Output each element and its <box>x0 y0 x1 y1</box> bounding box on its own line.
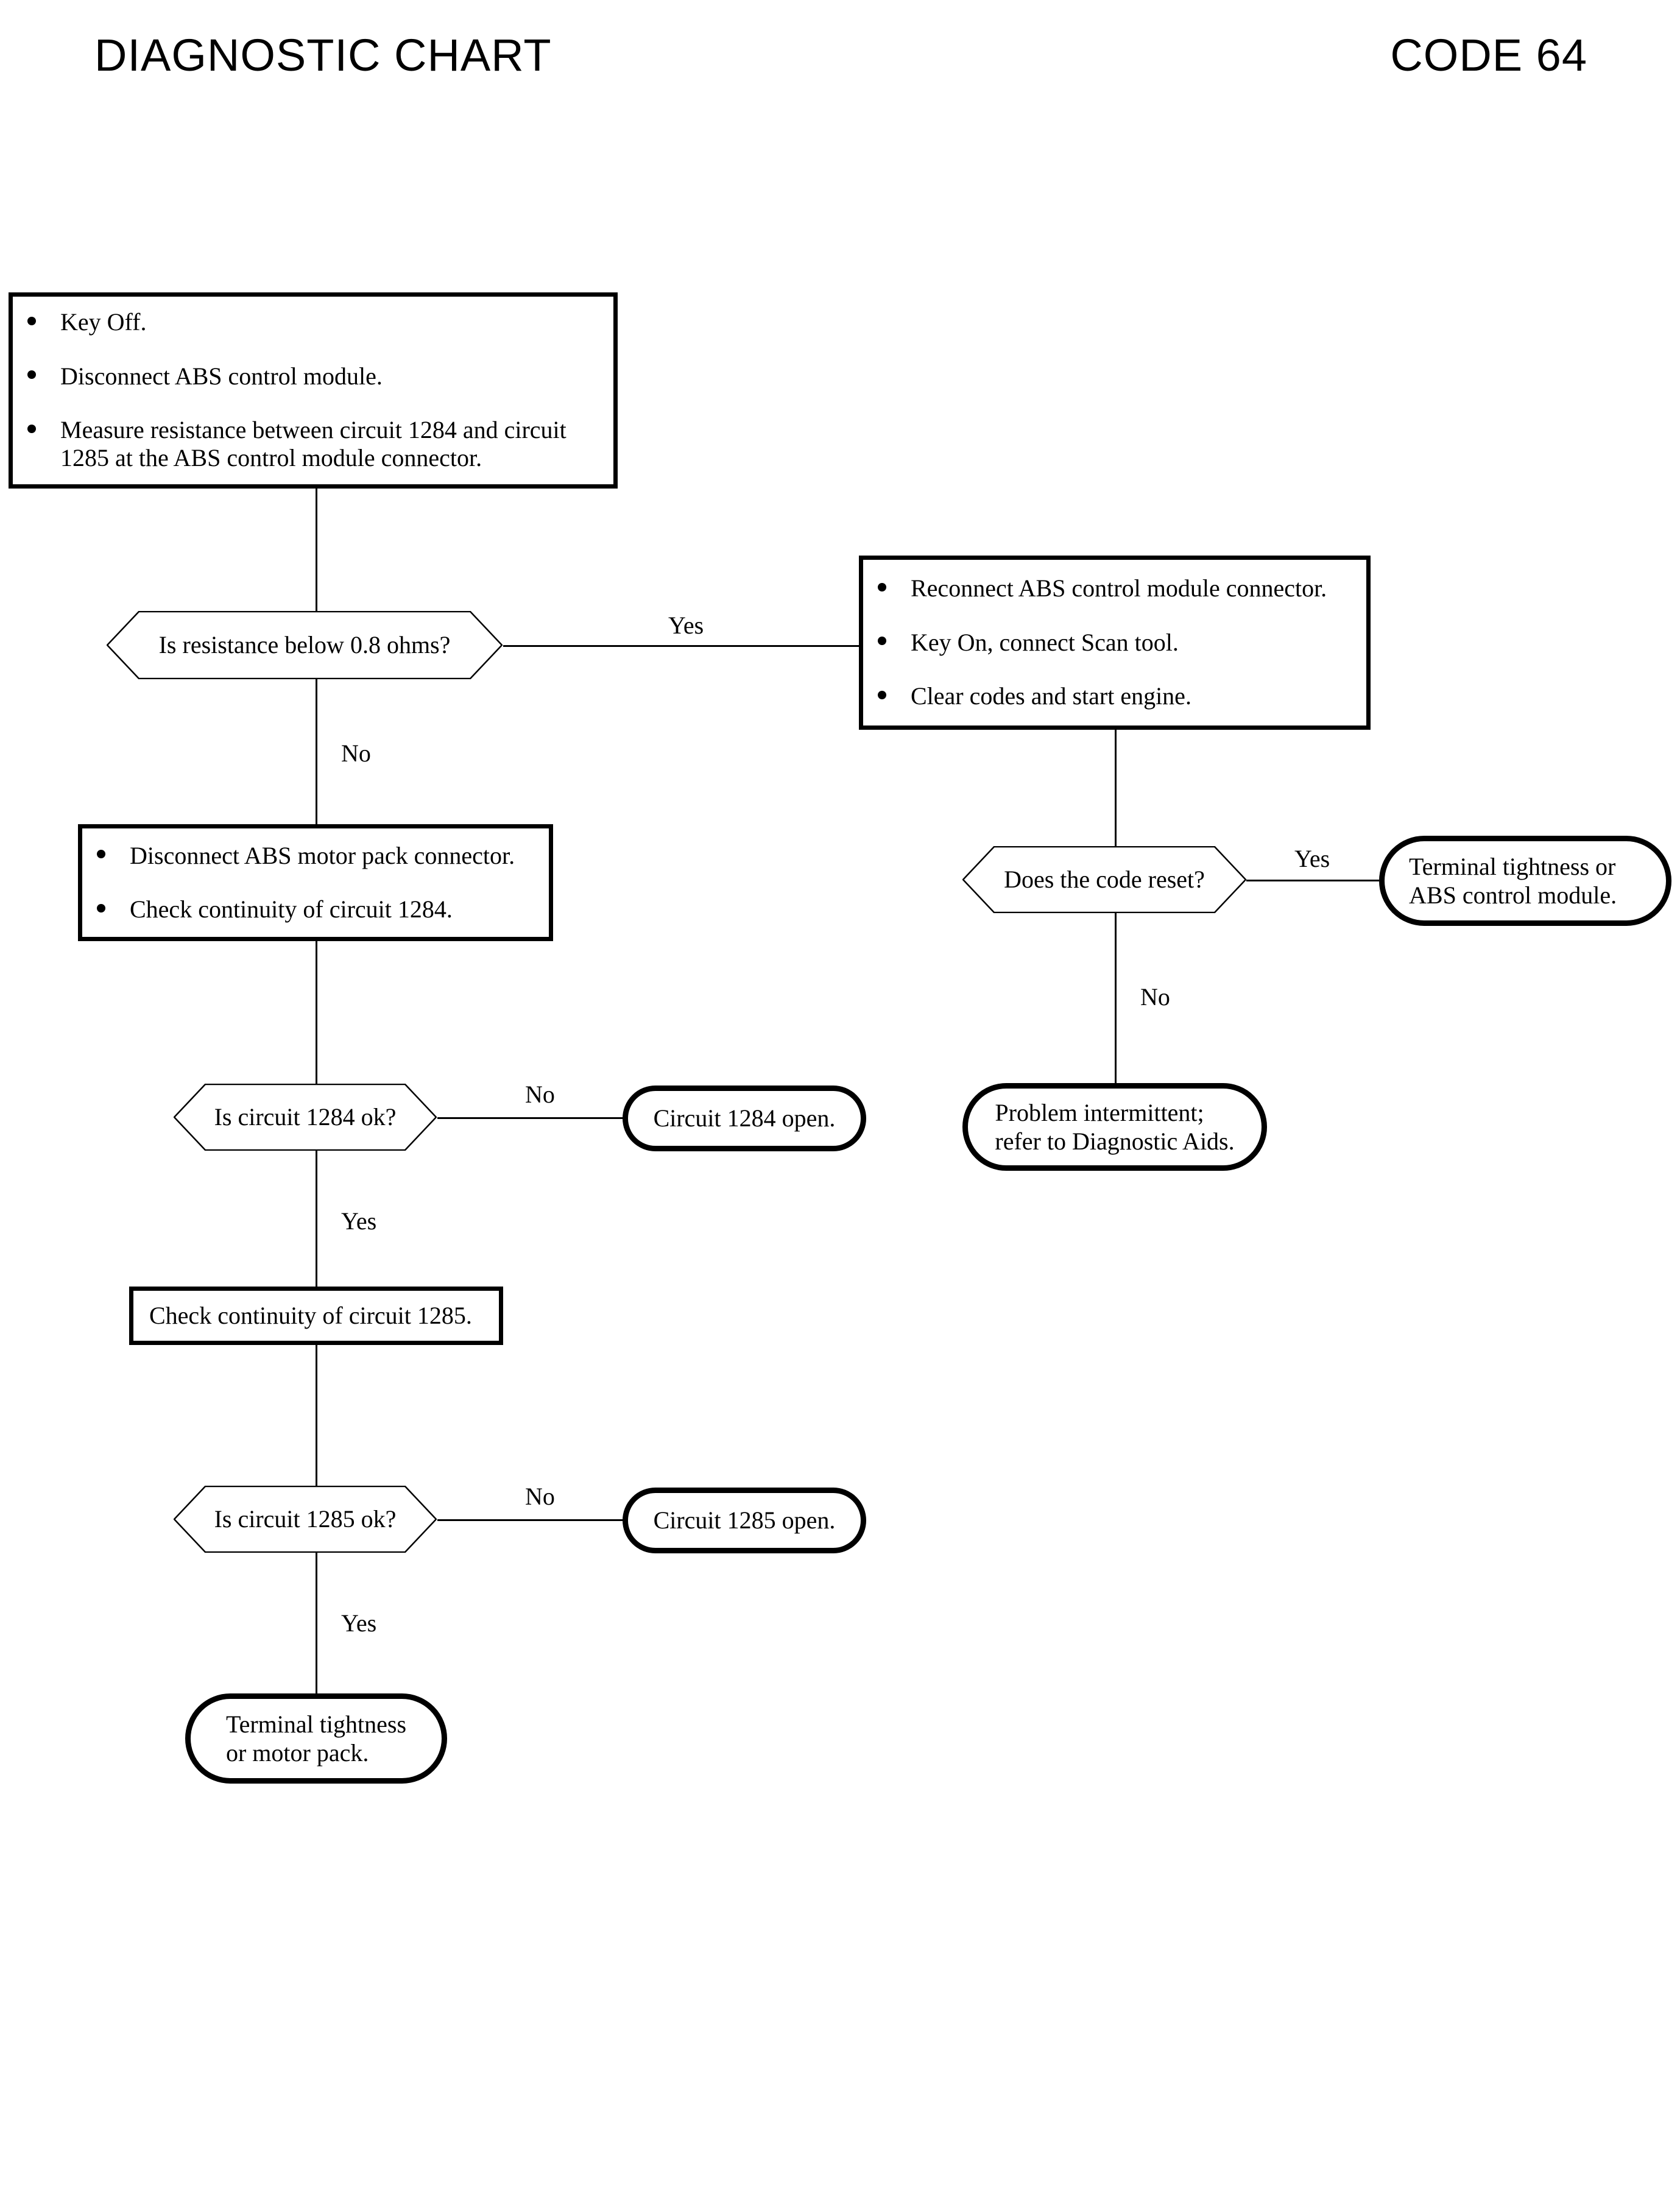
bullet-text: Clear codes and start engine. <box>911 682 1191 710</box>
connector-decision4-to-terminal5 <box>316 1547 317 1693</box>
bullet-icon <box>878 583 886 591</box>
bullet-text: Check continuity of circuit 1284. <box>130 895 453 923</box>
bullet-icon <box>878 690 886 699</box>
edge-label-decision4-yes: Yes <box>341 1609 377 1637</box>
list-item: Clear codes and start engine. <box>863 682 1366 710</box>
decision-resistance-below-threshold: Is resistance below 0.8 ohms? <box>107 611 503 679</box>
terminal-text-line2: or motor pack. <box>225 1739 369 1767</box>
edge-label-decision3-yes: Yes <box>341 1207 377 1235</box>
edge-label-decision1-yes: Yes <box>668 612 704 639</box>
bullet-text: Disconnect ABS motor pack connector. <box>130 841 515 869</box>
connector-box2-to-decision2 <box>1115 729 1117 851</box>
list-item: Key Off. <box>13 308 613 336</box>
connector-decision4-no <box>437 1519 626 1521</box>
connector-decision3-to-box4 <box>316 1145 317 1288</box>
process-box-check-continuity-1285: Check continuity of circuit 1285. <box>129 1287 503 1345</box>
connector-decision2-yes <box>1246 880 1379 881</box>
edge-label-decision2-no: No <box>1140 983 1170 1011</box>
bullet-text: Measure resistance between circuit 1284 … <box>60 416 566 472</box>
decision-label: Is circuit 1284 ok? <box>214 1103 397 1131</box>
list-item: Check continuity of circuit 1284. <box>82 895 549 923</box>
connector-box4-to-decision4 <box>316 1343 317 1508</box>
terminal-text-line2: ABS control module. <box>1409 881 1617 909</box>
edge-label-decision4-no: No <box>525 1483 555 1510</box>
terminal-circuit-1284-open: Circuit 1284 open. <box>623 1086 866 1151</box>
bullet-icon <box>27 316 36 325</box>
process-text: Check continuity of circuit 1285. <box>149 1301 472 1329</box>
terminal-text-line2: refer to Diagnostic Aids. <box>995 1128 1235 1155</box>
terminal-text: Circuit 1284 open. <box>653 1104 836 1132</box>
process-box-initial-checks: Key Off. Disconnect ABS control module. … <box>9 292 618 489</box>
edge-label-decision2-yes: Yes <box>1294 845 1330 872</box>
connector-decision1-no <box>316 679 317 825</box>
bullet-icon <box>878 637 886 646</box>
connector-decision3-no <box>437 1117 626 1119</box>
decision-code-reset: Does the code reset? <box>962 846 1246 913</box>
list-item: Key On, connect Scan tool. <box>863 629 1366 657</box>
bullet-icon <box>97 903 105 913</box>
decision-label: Is resistance below 0.8 ohms? <box>158 631 451 658</box>
code-label: CODE 64 <box>1390 30 1587 80</box>
hexagon-shape <box>962 846 1246 913</box>
terminal-terminal-tightness-motor-pack: Terminal tightness or motor pack. <box>185 1693 447 1784</box>
hexagon-shape <box>174 1084 437 1151</box>
edge-label-decision3-no: No <box>525 1081 555 1108</box>
bullet-text: Disconnect ABS control module. <box>60 362 383 390</box>
terminal-circuit-1285-open: Circuit 1285 open. <box>623 1488 866 1553</box>
terminal-text-line1: Problem intermittent; <box>995 1098 1204 1126</box>
decision-label: Does the code reset? <box>1004 866 1205 893</box>
bullet-text: Key Off. <box>60 308 147 336</box>
terminal-terminal-tightness-abs-module: Terminal tightness or ABS control module… <box>1379 836 1671 926</box>
decision-circuit-1284-ok: Is circuit 1284 ok? <box>174 1084 437 1151</box>
decision-circuit-1285-ok: Is circuit 1285 ok? <box>174 1486 437 1553</box>
bullet-text: Reconnect ABS control module connector. <box>911 574 1327 602</box>
terminal-text-line1: Terminal tightness <box>225 1710 407 1738</box>
list-item: Measure resistance between circuit 1284 … <box>13 416 613 473</box>
connector-box1-to-decision1 <box>316 487 317 612</box>
page-title: DIAGNOSTIC CHART <box>94 30 552 80</box>
list-item: Disconnect ABS control module. <box>13 362 613 390</box>
list-item: Disconnect ABS motor pack connector. <box>82 842 549 870</box>
process-box-reconnect-and-scan: Reconnect ABS control module connector. … <box>859 556 1371 730</box>
connector-box3-to-decision3 <box>316 941 317 1090</box>
terminal-problem-intermittent: Problem intermittent; refer to Diagnosti… <box>962 1083 1267 1171</box>
terminal-text: Circuit 1285 open. <box>653 1506 836 1534</box>
connector-decision1-yes <box>503 645 859 647</box>
bullet-text: Key On, connect Scan tool. <box>911 628 1179 656</box>
terminal-text-line1: Terminal tightness or <box>1409 852 1616 880</box>
decision-label: Is circuit 1285 ok? <box>214 1505 397 1533</box>
bullet-icon <box>97 850 105 859</box>
process-box-disconnect-motor-pack: Disconnect ABS motor pack connector. Che… <box>78 824 553 941</box>
bullet-icon <box>27 370 36 380</box>
connector-decision2-to-terminal3 <box>1115 908 1117 1084</box>
list-item: Reconnect ABS control module connector. <box>863 574 1366 602</box>
bullet-icon <box>27 424 36 433</box>
hexagon-shape <box>174 1486 437 1553</box>
edge-label-decision1-no: No <box>341 740 371 767</box>
hexagon-shape <box>107 611 503 679</box>
